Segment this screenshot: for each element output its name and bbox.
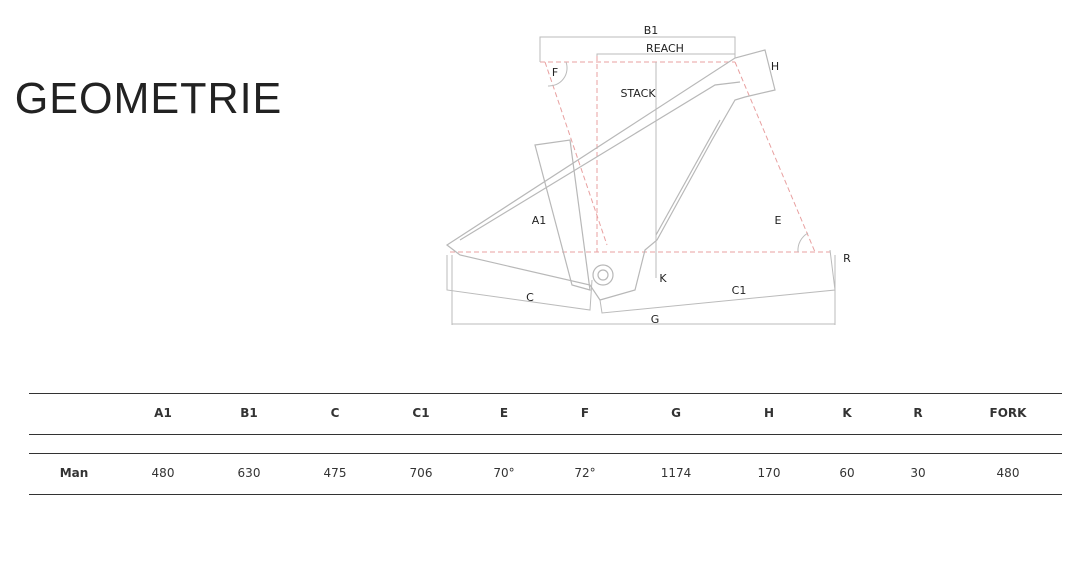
table-divider [29,393,1062,394]
label-k: K [659,272,667,285]
value-r: 30 [910,466,926,480]
label-a1: A1 [532,214,547,227]
header-k: K [842,406,852,420]
angle-guides [450,56,830,253]
value-g: 1174 [660,466,692,480]
header-b1: B1 [240,406,258,420]
value-c: 475 [323,466,347,480]
table-divider [29,434,1062,435]
value-b1: 630 [237,466,261,480]
value-c1: 706 [409,466,433,480]
label-r: R [843,252,851,265]
table-divider [29,453,1062,454]
value-h: 170 [757,466,781,480]
header-r: R [913,406,923,420]
label-c1: C1 [732,284,747,297]
label-stack: STACK [620,87,656,100]
label-reach: REACH [646,42,684,55]
bike-geometry-diagram: B1 REACH F STACK H A1 E R K C C1 G [445,24,851,326]
header-g: G [671,406,681,420]
dimension-lines [446,36,836,325]
value-f: 72° [574,466,596,480]
header-e: E [499,406,509,420]
value-k: 60 [839,466,855,480]
row-label: Man [59,466,89,480]
label-h: H [771,60,779,73]
frame-outline [445,49,776,301]
header-c1: C1 [412,406,430,420]
label-f: F [552,66,558,79]
label-e: E [775,214,782,227]
table-divider [29,494,1062,495]
page-title: GEOMETRIE [14,74,283,123]
header-f: F [580,406,590,420]
header-fork: FORK [989,406,1027,420]
header-c: C [330,406,340,420]
label-c: C [526,291,534,304]
value-a1: 480 [151,466,175,480]
header-a1: A1 [154,406,172,420]
value-e: 70° [493,466,515,480]
header-h: H [763,406,775,420]
label-g: G [651,313,660,326]
label-b1: B1 [644,24,659,37]
value-fork: 480 [996,466,1020,480]
